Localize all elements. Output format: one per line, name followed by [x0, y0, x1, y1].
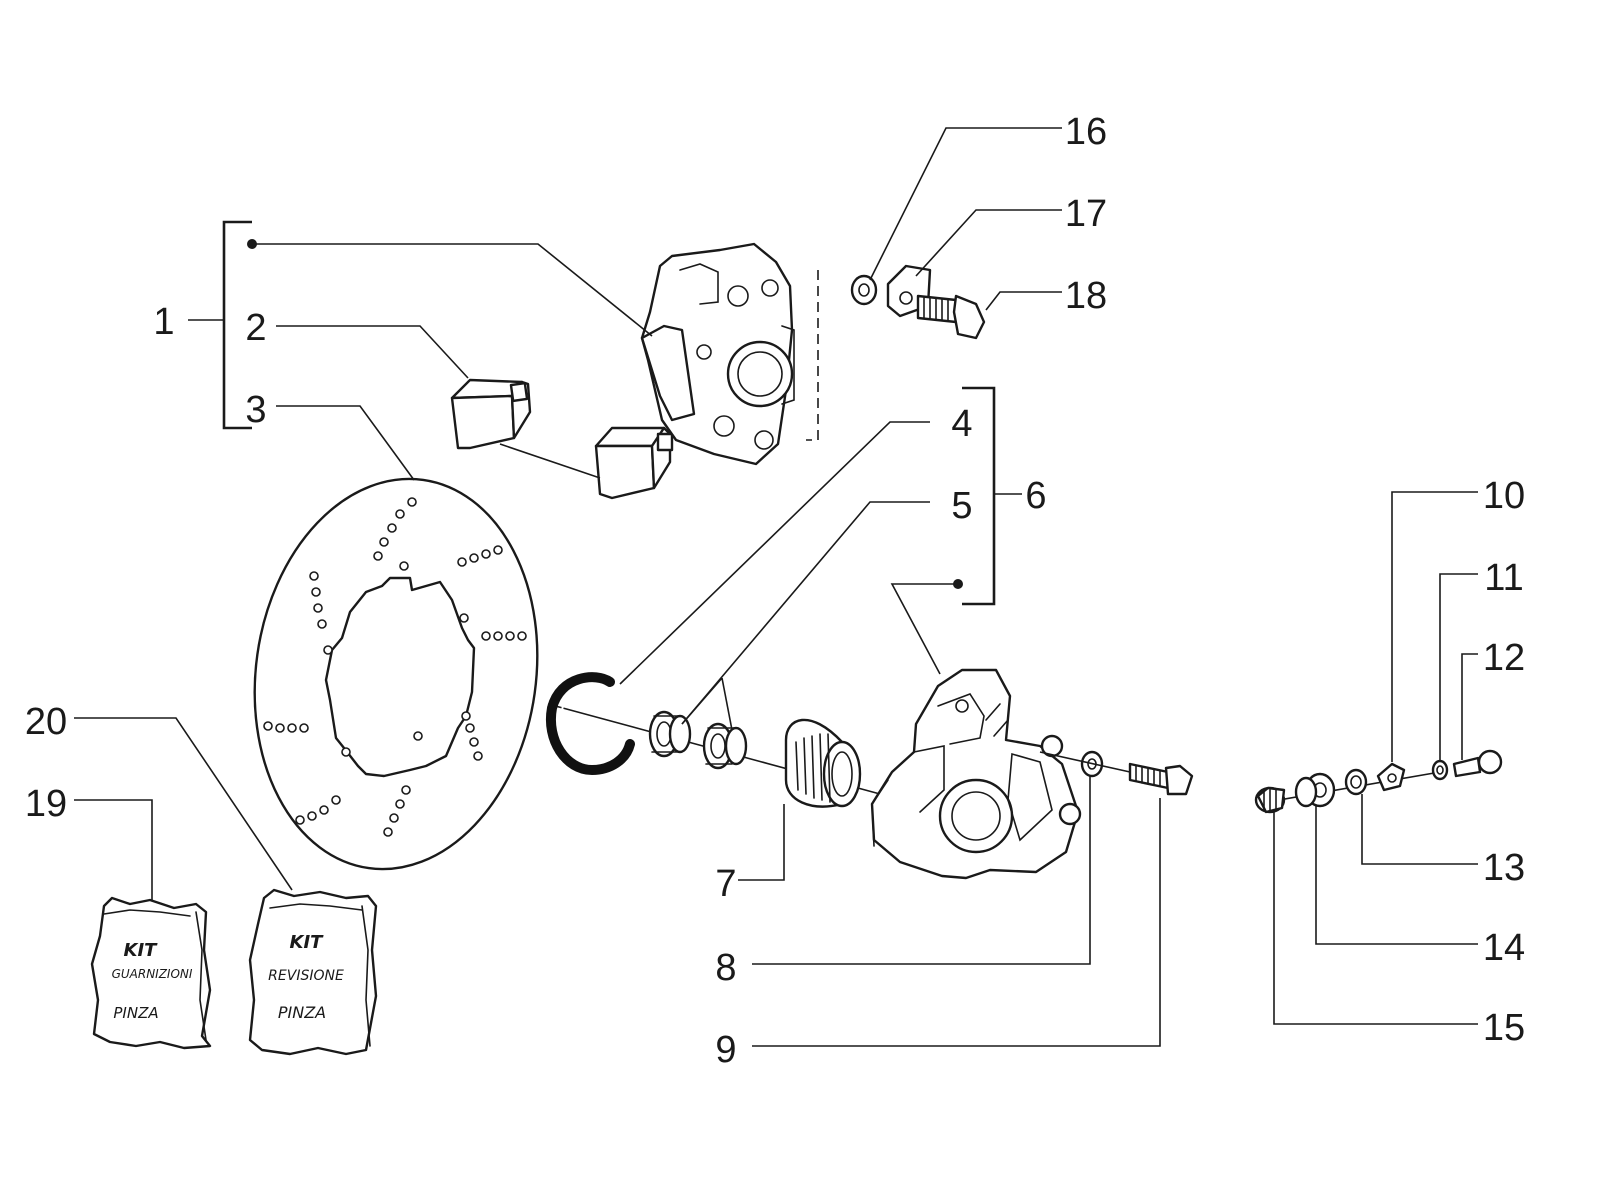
kit-20-line3: PINZA [278, 1003, 326, 1022]
bolt-18 [916, 294, 986, 340]
callout-6: 6 [1025, 475, 1046, 517]
brake-caliper-lower [870, 668, 1082, 880]
seal-ring [545, 672, 635, 776]
callout-3: 3 [245, 389, 266, 431]
washer-16 [850, 274, 878, 306]
callout-14: 14 [1483, 927, 1525, 969]
callout-12: 12 [1483, 637, 1525, 679]
callout-15: 15 [1483, 1007, 1525, 1049]
screw-12 [1452, 749, 1503, 778]
assembly-dashline-upper [806, 270, 819, 441]
bearing-5-a [648, 710, 692, 758]
callout-13: 13 [1483, 847, 1525, 889]
bracket-group-1 [188, 220, 252, 430]
callout-9: 9 [715, 1029, 736, 1071]
washer-13 [1344, 768, 1368, 796]
callout-numbers: 1 2 3 4 5 6 7 8 9 10 11 12 13 14 15 16 1… [25, 111, 1525, 1071]
assembly-axis-bolt [1039, 751, 1131, 773]
callout-4: 4 [951, 403, 972, 445]
kit-19-line2: GUARNIZIONI [112, 967, 193, 981]
callout-8: 8 [715, 947, 736, 989]
bolt-9 [1128, 762, 1194, 796]
brake-disc [253, 477, 539, 871]
callout-17: 17 [1065, 193, 1107, 235]
bracket-group-6 [962, 386, 1022, 606]
clip-10 [1376, 762, 1406, 792]
seat-14 [1294, 772, 1336, 808]
callout-1: 1 [153, 301, 174, 343]
brake-caliper-upper [640, 242, 795, 466]
bleed-screw-15 [1254, 786, 1286, 814]
disc-vent-holes [263, 497, 527, 837]
callout-10: 10 [1483, 475, 1525, 517]
kit-20-line2: REVISIONE [268, 968, 344, 984]
callout-19: 19 [25, 783, 67, 825]
brake-pad-lower [594, 426, 674, 500]
sleeve-7 [784, 718, 862, 808]
callout-11: 11 [1484, 557, 1523, 599]
callout-18: 18 [1065, 275, 1107, 317]
kit-19-line3: PINZA [113, 1004, 158, 1022]
callout-16: 16 [1065, 111, 1107, 153]
kit-bag-20: KIT REVISIONE PINZA [248, 888, 378, 1056]
kit-bag-19: KIT GUARNIZIONI PINZA [90, 896, 212, 1050]
callout-2: 2 [245, 307, 266, 349]
leader-lines [74, 127, 1478, 1047]
kit-20-line1: KIT [290, 932, 325, 953]
kit-19-line1: KIT [124, 940, 159, 961]
washer-11 [1431, 759, 1449, 781]
callout-20: 20 [25, 701, 67, 743]
callout-7: 7 [715, 863, 736, 905]
brake-pad-upper [450, 378, 532, 450]
bearing-5-b [702, 722, 748, 770]
callout-5: 5 [951, 485, 972, 527]
